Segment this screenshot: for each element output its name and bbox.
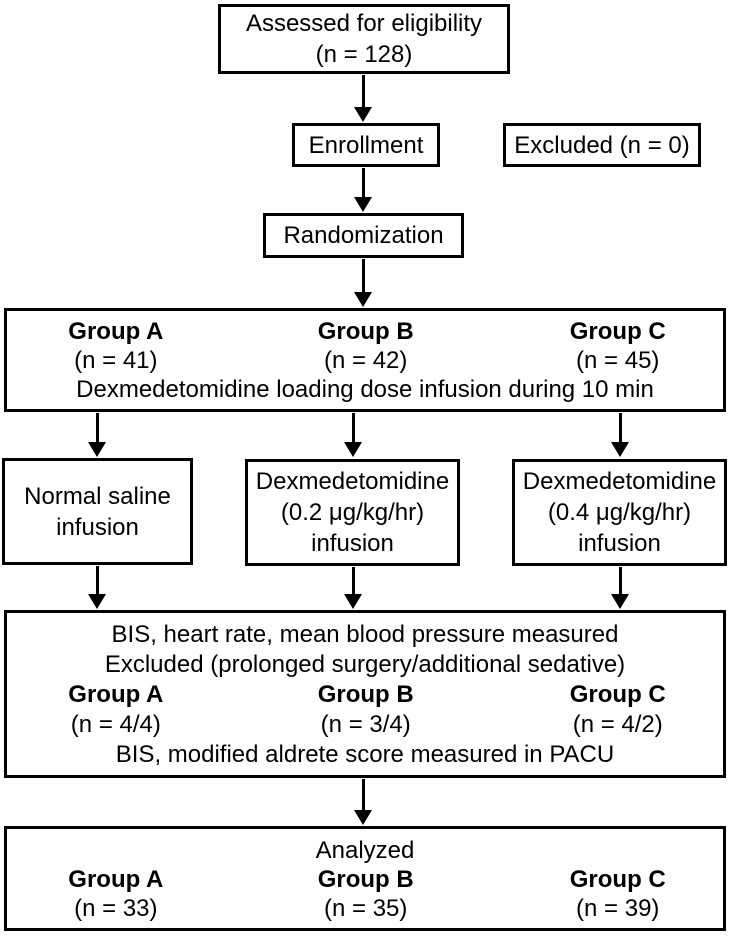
assessed-box: Assessed for eligibility (n = 128) [218, 4, 510, 74]
arrow-measured-to-analyzed [353, 779, 373, 825]
loading-group-a-n: (n = 41) [74, 347, 158, 374]
loading-dose-box: Group A Group B Group C (n = 41) (n = 42… [4, 308, 726, 412]
arrow-randomization-to-loading [353, 259, 373, 307]
measured-box: BIS, heart rate, mean blood pressure mea… [4, 610, 726, 778]
analyzed-group-b-name: Group B [317, 866, 414, 893]
measured-group-c-n: (n = 4/2) [572, 711, 663, 738]
assessed-line2: (n = 128) [315, 41, 413, 68]
loading-group-b-n: (n = 42) [324, 347, 408, 374]
loading-group-c-n: (n = 45) [576, 347, 660, 374]
measured-line3: BIS, modified aldrete score measured in … [115, 741, 615, 768]
arrow-dex04-to-measured [610, 567, 630, 609]
loading-note: Dexmedetomidine loading dose infusion du… [76, 376, 654, 403]
measured-group-a-n: (n = 4/4) [70, 711, 161, 738]
analyzed-group-a-n: (n = 33) [74, 895, 158, 922]
dex04-line2: (0.4 μg/kg/hr) [547, 499, 692, 526]
randomization-box: Randomization [263, 213, 464, 258]
enrollment-label: Enrollment [308, 131, 424, 159]
dex02-line3: infusion [311, 530, 394, 557]
excluded-label: Excluded (n = 0) [514, 131, 690, 159]
measured-group-b-name: Group B [317, 681, 414, 708]
loading-group-b-name: Group B [317, 318, 414, 345]
analyzed-group-c-n: (n = 39) [576, 895, 660, 922]
loading-group-counts: (n = 41) (n = 42) (n = 45) [7, 346, 723, 375]
saline-arm-box: Normal saline infusion [2, 458, 193, 565]
arrow-enrollment-to-randomization [353, 168, 373, 212]
loading-group-c-name: Group C [569, 318, 666, 345]
measured-group-c-name: Group C [569, 681, 666, 708]
arrow-dex02-to-measured [343, 567, 363, 609]
measured-group-b-n: (n = 3/4) [320, 711, 411, 738]
analyzed-group-c-name: Group C [569, 866, 666, 893]
saline-line2: infusion [56, 513, 139, 541]
measured-line1: BIS, heart rate, mean blood pressure mea… [111, 621, 619, 648]
arrow-assessed-to-enrollment [353, 75, 373, 122]
loading-group-a-name: Group A [68, 318, 164, 345]
measured-group-a-name: Group A [68, 681, 164, 708]
analyzed-box: Analyzed Group A Group B Group C (n = 33… [4, 826, 726, 931]
assessed-line1: Assessed for eligibility [245, 10, 483, 37]
dex04-line3: infusion [578, 530, 661, 557]
dex02-line1: Dexmedetomidine [255, 468, 450, 495]
dex02-arm-box: Dexmedetomidine (0.2 μg/kg/hr) infusion [245, 459, 460, 566]
measured-group-counts: (n = 4/4) (n = 3/4) (n = 4/2) [7, 710, 723, 740]
saline-line1: Normal saline [24, 482, 171, 510]
arrow-saline-to-measured [87, 566, 107, 609]
analyzed-group-a-name: Group A [68, 866, 164, 893]
measured-line2: Excluded (prolonged surgery/additional s… [104, 651, 626, 678]
arrow-loading-to-dex04 [610, 413, 630, 457]
arrow-loading-to-saline [87, 413, 107, 457]
dex04-arm-box: Dexmedetomidine (0.4 μg/kg/hr) infusion [512, 459, 727, 566]
dex04-line1: Dexmedetomidine [522, 468, 717, 495]
enrollment-box: Enrollment [292, 123, 440, 167]
loading-group-names: Group A Group B Group C [7, 317, 723, 346]
analyzed-group-names: Group A Group B Group C [7, 865, 723, 894]
randomization-label: Randomization [283, 222, 444, 249]
excluded-box: Excluded (n = 0) [503, 123, 701, 167]
analyzed-group-counts: (n = 33) (n = 35) (n = 39) [7, 894, 723, 923]
analyzed-title: Analyzed [315, 837, 415, 864]
measured-group-names: Group A Group B Group C [7, 680, 723, 710]
dex02-line2: (0.2 μg/kg/hr) [280, 499, 425, 526]
analyzed-group-b-n: (n = 35) [324, 895, 408, 922]
arrow-loading-to-dex02 [343, 413, 363, 457]
